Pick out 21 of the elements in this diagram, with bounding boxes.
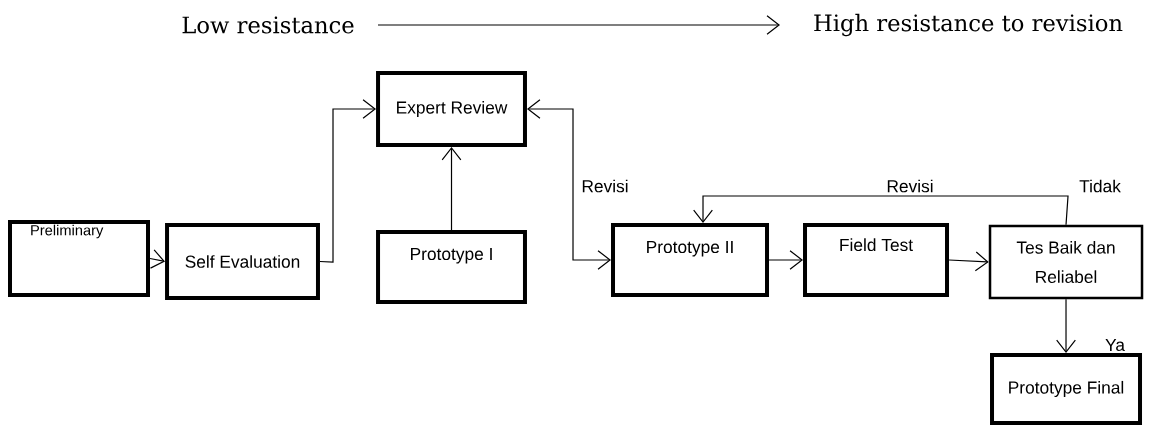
process-box: Prototype Final: [990, 353, 1142, 425]
text-label: High resistance to revision: [814, 13, 1123, 37]
arrow: [948, 251, 989, 272]
edge-label: Revisi: [580, 178, 630, 194]
process-box: Self Evaluation: [165, 222, 320, 301]
process-box: Prototype I: [376, 230, 527, 304]
process-box: Expert Review: [376, 71, 527, 147]
process-box: Field Test: [803, 223, 949, 297]
arrow: [768, 250, 803, 270]
text-label: Low resistance: [182, 16, 354, 34]
arrow: [441, 147, 462, 231]
arrow: [526, 99, 611, 270]
process-box: Preliminary: [8, 219, 150, 298]
edge-label: Ya: [1103, 337, 1127, 353]
edge-label: Revisi: [885, 178, 935, 194]
arrow: [1056, 298, 1076, 353]
arrow: [319, 99, 377, 263]
text-label: Tidak: [1079, 179, 1121, 193]
arrow: [693, 195, 1069, 226]
process-box: Tes Baik dan Reliabel: [988, 224, 1144, 300]
process-box: Prototype II: [611, 223, 769, 297]
